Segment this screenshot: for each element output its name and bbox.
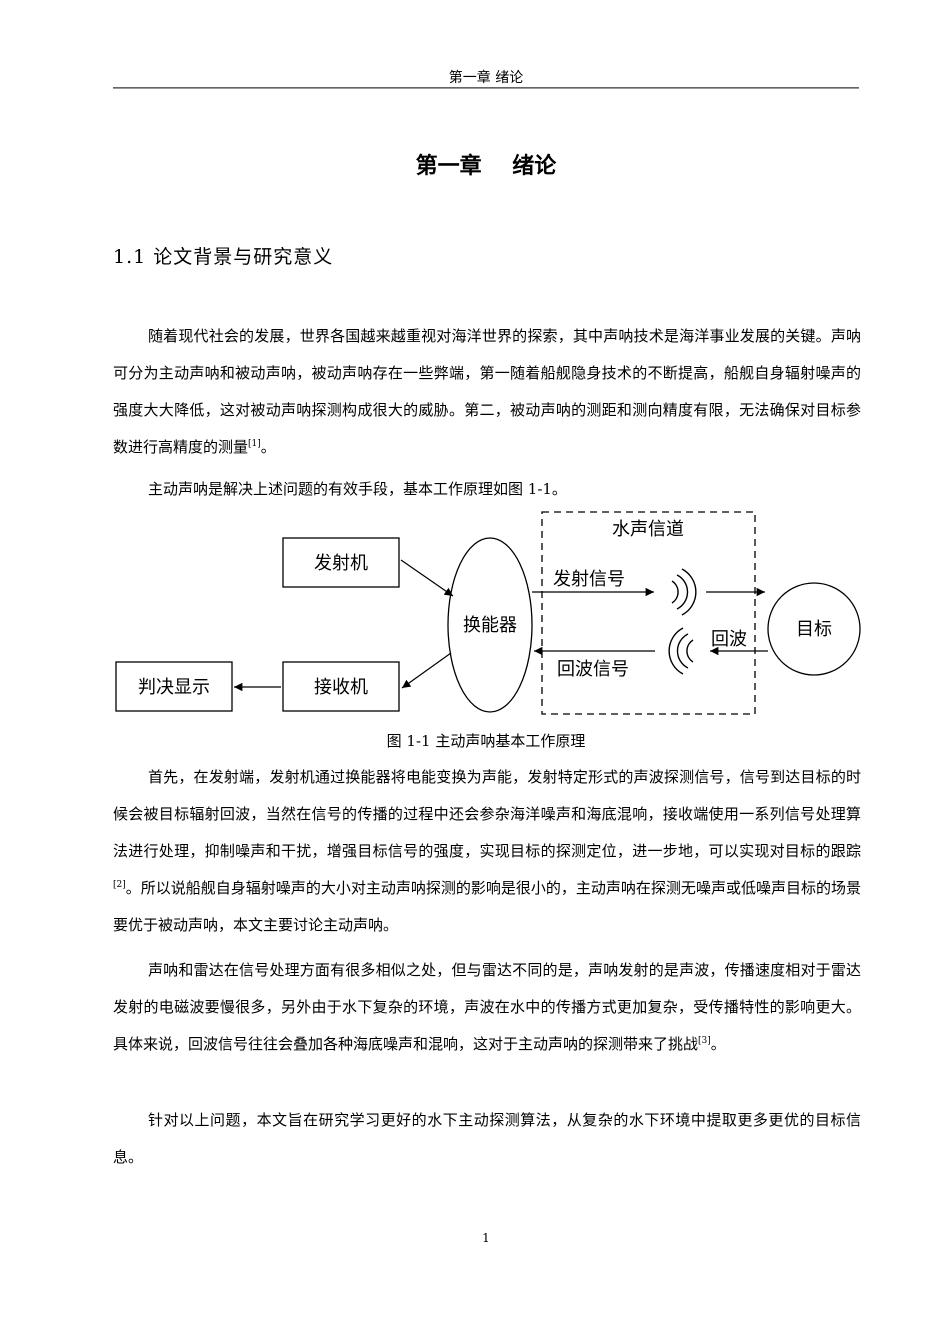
arrow-transducer-to-receiver — [401, 652, 452, 689]
transducer-label: 换能器 — [463, 615, 517, 636]
display-box — [115, 661, 233, 712]
paragraph-2: 主动声呐是解决上述问题的有效手段，基本工作原理如图 1-1。 — [113, 471, 861, 508]
transducer-ellipse — [447, 537, 533, 713]
paragraph-text: 随着现代社会的发展，世界各国越来越重视对海洋世界的探索，其中声呐技术是海洋事业发… — [113, 327, 861, 456]
paragraph-text: 声呐和雷达在信号处理方面有很多相似之处，但与雷达不同的是，声呐发射的是声波，传播… — [113, 961, 861, 1053]
figure-caption: 图 1-1 主动声呐基本工作原理 — [386, 732, 586, 750]
echo-signal-label: 回波信号 — [557, 659, 629, 680]
paragraph-text: 针对以上问题，本文旨在研究学习更好的水下主动探测算法，从复杂的水下环境中提取更多… — [113, 1111, 861, 1166]
paragraph-3: 首先，在发射端，发射机通过换能器将电能变换为声能，发射特定形式的声波探测信号，信… — [113, 759, 861, 944]
arrow-transmitter-to-transducer — [400, 559, 454, 597]
citation-ref[interactable]: [3] — [698, 1036, 711, 1046]
receiver-label: 接收机 — [314, 677, 368, 698]
underwater-channel-region — [541, 511, 756, 715]
transmitter-label: 发射机 — [314, 553, 368, 574]
citation-ref[interactable]: [1] — [248, 439, 261, 449]
outgoing-wave-icon — [671, 568, 697, 616]
section-title: 1.1 论文背景与研究意义 — [113, 246, 334, 268]
receiver-box — [282, 661, 400, 712]
paragraph-text: 主动声呐是解决上述问题的有效手段，基本工作原理如图 1-1。 — [148, 480, 567, 498]
display-label: 判决显示 — [138, 677, 210, 698]
running-header: 第一章 绪论 — [448, 70, 524, 86]
paragraph-text: 。 — [260, 438, 276, 456]
chapter-title: 第一章 绪论 — [415, 154, 557, 179]
channel-label: 水声信道 — [612, 519, 684, 540]
paragraph-text: 首先，在发射端，发射机通过换能器将电能变换为声能，发射特定形式的声波探测信号，信… — [113, 768, 861, 860]
tx-signal-label: 发射信号 — [553, 569, 625, 590]
transmitter-box — [282, 537, 400, 588]
paragraph-text: 。 — [710, 1035, 726, 1053]
target-label: 目标 — [796, 619, 832, 640]
paragraph-4: 声呐和雷达在信号处理方面有很多相似之处，但与雷达不同的是，声呐发射的是声波，传播… — [113, 952, 861, 1063]
page-number: 1 — [482, 1231, 490, 1245]
header-rule — [113, 87, 859, 89]
paragraph-text: 。所以说船舰自身辐射噪声的大小对主动声呐探测的影响是很小的，主动声呐在探测无噪声… — [113, 879, 861, 934]
paragraph-1: 随着现代社会的发展，世界各国越来越重视对海洋世界的探索，其中声呐技术是海洋事业发… — [113, 318, 861, 466]
echo-label: 回波 — [711, 629, 747, 650]
target-circle — [767, 582, 861, 676]
returning-wave-icon — [668, 627, 694, 675]
paragraph-5: 针对以上问题，本文旨在研究学习更好的水下主动探测算法，从复杂的水下环境中提取更多… — [113, 1102, 861, 1176]
sonar-principle-diagram: 水声信道 发射机 接收机 判决显示 换能器 目标 发射信号 回波信号 回波 — [113, 505, 863, 720]
citation-ref[interactable]: [2] — [113, 880, 126, 890]
